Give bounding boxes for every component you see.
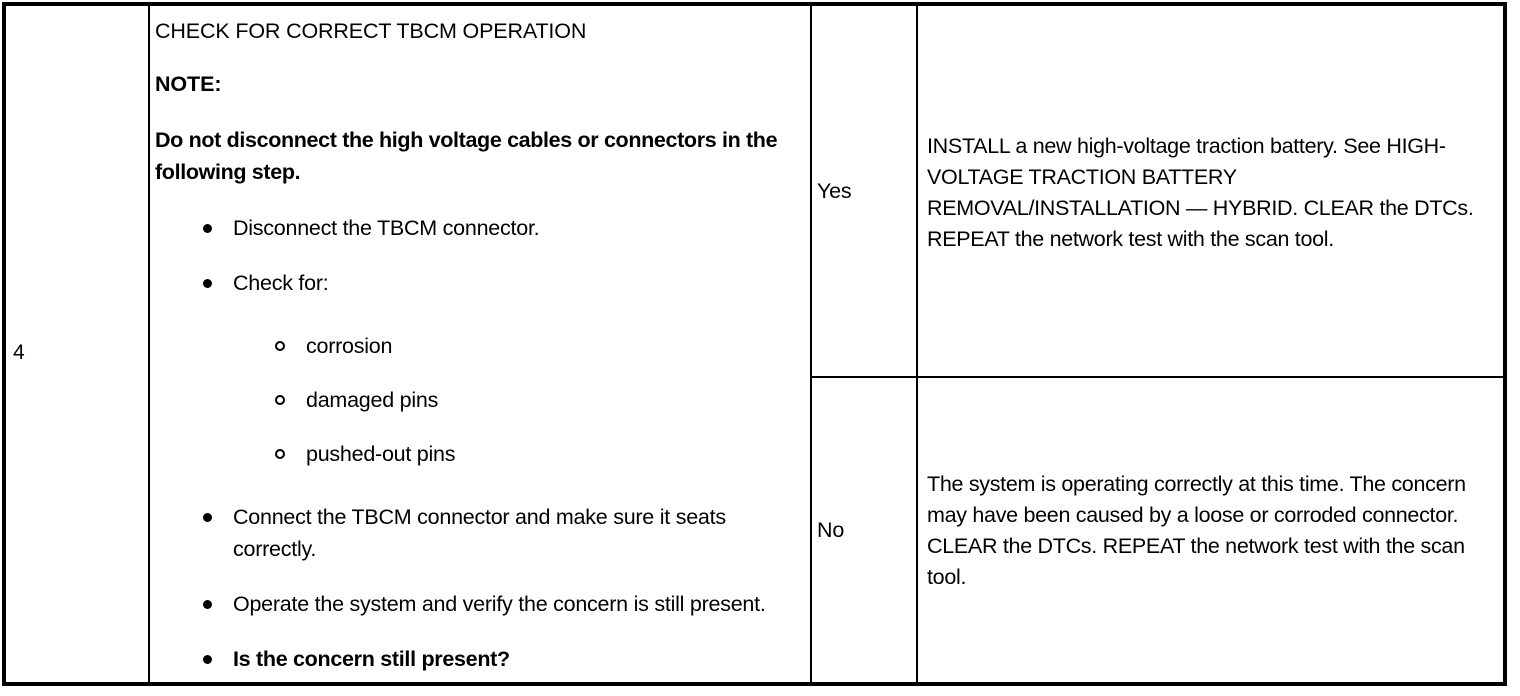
list-item: corrosion [233, 330, 800, 362]
answer-label: Yes [817, 179, 852, 203]
list-item-label: damaged pins [306, 388, 439, 412]
step-number: 4 [13, 341, 25, 364]
procedure-column: CHECK FOR CORRECT TBCM OPERATION NOTE: D… [150, 6, 812, 682]
bullet-circle-icon [275, 449, 285, 459]
list-item-label: corrosion [306, 334, 393, 358]
result-row-yes: Yes INSTALL a new high-voltage traction … [812, 6, 1503, 378]
bullet-circle-icon [275, 395, 285, 405]
answer-label: No [817, 518, 845, 542]
note-label: NOTE: [155, 72, 222, 96]
list-item-label: Is the concern still present? [233, 647, 510, 671]
list-item-label: pushed-out pins [306, 442, 456, 466]
list-item-question: Is the concern still present? [155, 643, 800, 675]
list-item: Operate the system and verify the concer… [155, 588, 800, 620]
bullet-circle-icon [275, 341, 285, 351]
procedure-heading: CHECK FOR CORRECT TBCM OPERATION [155, 19, 587, 43]
bullet-disc-icon [203, 279, 212, 288]
list-item: Check for: corrosion damaged pins pushed… [155, 267, 800, 470]
answer-cell-yes: Yes [812, 6, 918, 376]
action-text: The system is operating correctly at thi… [927, 472, 1466, 589]
action-text: INSTALL a new high-voltage traction batt… [927, 134, 1474, 251]
results-column: Yes INSTALL a new high-voltage traction … [812, 6, 1503, 682]
answer-cell-no: No [812, 378, 918, 682]
list-item-label: Disconnect the TBCM connector. [233, 216, 540, 240]
action-cell-no: The system is operating correctly at thi… [918, 378, 1503, 682]
procedure-bullet-list: Disconnect the TBCM connector. Check for… [155, 212, 800, 675]
list-item-label: Check for: [233, 271, 329, 295]
note-body: Do not disconnect the high voltage cable… [155, 128, 778, 184]
procedure-sub-bullet-list: corrosion damaged pins pushed-out pins [233, 330, 800, 470]
list-item-label: Operate the system and verify the concer… [233, 592, 766, 616]
result-row-no: No The system is operating correctly at … [812, 378, 1503, 682]
diagnostic-step-table: 4 CHECK FOR CORRECT TBCM OPERATION NOTE:… [2, 2, 1507, 686]
list-item: Disconnect the TBCM connector. [155, 212, 800, 244]
list-item: pushed-out pins [233, 438, 800, 470]
bullet-disc-icon [203, 600, 212, 609]
bullet-disc-icon [203, 655, 212, 664]
bullet-disc-icon [203, 513, 212, 522]
list-item-label: Connect the TBCM connector and make sure… [233, 505, 726, 561]
bullet-disc-icon [203, 224, 212, 233]
action-cell-yes: INSTALL a new high-voltage traction batt… [918, 6, 1503, 376]
list-item: damaged pins [233, 384, 800, 416]
step-number-column: 4 [6, 6, 150, 682]
list-item: Connect the TBCM connector and make sure… [155, 501, 800, 565]
